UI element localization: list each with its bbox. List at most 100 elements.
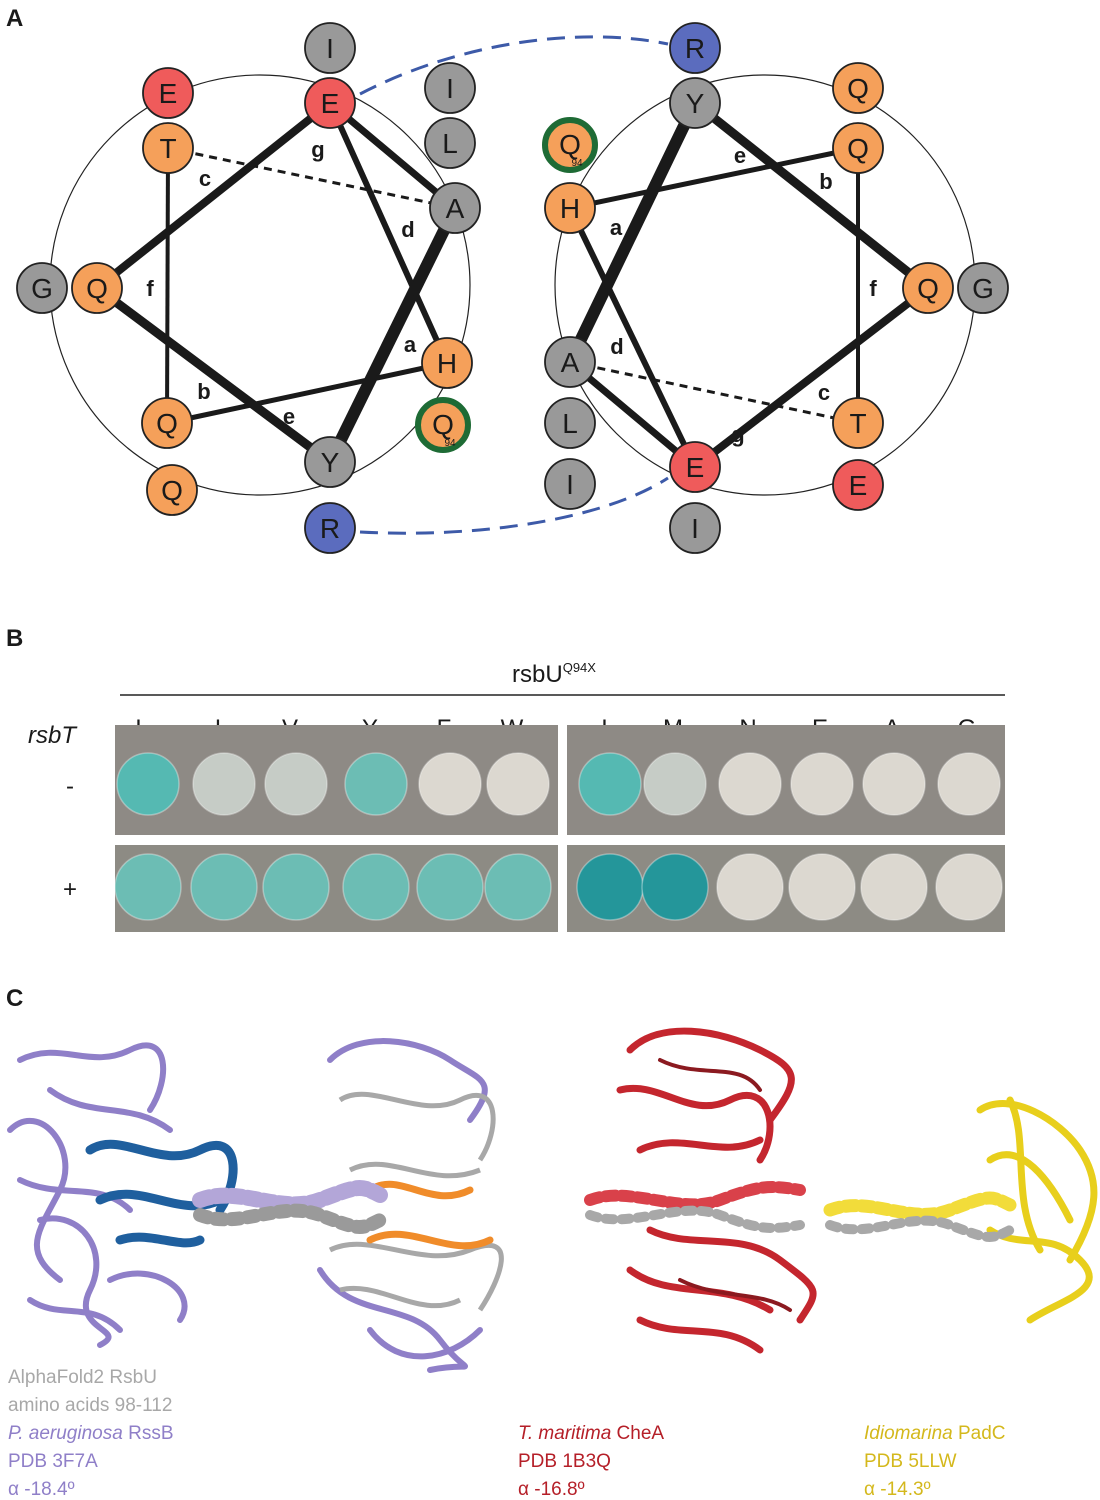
wheel-connector xyxy=(166,360,448,426)
heptad-position: a xyxy=(610,215,623,240)
salt-bridge-arc xyxy=(359,476,669,535)
wheel-connector xyxy=(165,147,170,424)
salt-bridge-arc xyxy=(359,35,669,96)
svg-text:Q: Q xyxy=(847,73,869,104)
helical-wheel-right: e b a f d c g R Y Q94 Q Q H G Q A L I T … xyxy=(542,22,1009,554)
caption-chea-angle: α -16.8º xyxy=(518,1479,585,1500)
residue-bubble: I xyxy=(424,62,476,114)
svg-text:Q: Q xyxy=(86,273,108,304)
wheel-connector xyxy=(94,284,333,466)
residue-bubble: T xyxy=(832,397,884,449)
row-label-minus: - xyxy=(66,773,74,800)
svg-text:H: H xyxy=(560,193,580,224)
residue-bubble: H xyxy=(421,337,473,389)
colony-spot xyxy=(190,853,258,921)
caption-chea-pdb: PDB 1B3Q xyxy=(518,1451,611,1472)
colony-spot xyxy=(116,752,180,816)
colony-spot xyxy=(114,853,182,921)
colony-spot xyxy=(935,853,1003,921)
panel-a-label: A xyxy=(6,5,23,32)
colony-spot xyxy=(578,752,642,816)
svg-text:L: L xyxy=(442,128,458,159)
colony-spot xyxy=(416,853,484,921)
caption-padc-name: Idiomarina PadC xyxy=(864,1423,1006,1444)
heptad-position: e xyxy=(283,404,295,429)
wheel-connector xyxy=(692,99,931,292)
svg-text:Q: Q xyxy=(432,409,454,440)
residue-bubble: E xyxy=(142,67,194,119)
svg-text:T: T xyxy=(849,408,866,439)
residue-bubble: G xyxy=(957,262,1009,314)
wheel-connector xyxy=(567,359,698,470)
wheel-connector xyxy=(94,99,333,292)
colony-spot xyxy=(486,752,550,816)
caption-chea-name: T. maritima CheA xyxy=(518,1423,664,1444)
heptad-position: f xyxy=(869,276,877,301)
residue-bubble: I xyxy=(669,502,721,554)
residue-bubble: E xyxy=(304,77,356,129)
residue-bubble-q94: Q94 xyxy=(415,397,471,453)
panel-c-label: C xyxy=(6,985,23,1012)
residue-bubble: A xyxy=(429,182,481,234)
residue-bubble-q94: Q94 xyxy=(542,117,598,173)
svg-text:H: H xyxy=(437,348,457,379)
residue-bubble: I xyxy=(544,458,596,510)
svg-text:Q: Q xyxy=(559,129,581,160)
svg-text:L: L xyxy=(562,408,578,439)
residue-bubble: Q xyxy=(832,122,884,174)
heptad-position: d xyxy=(401,217,414,242)
colony-spot xyxy=(716,853,784,921)
plate-bottom-left xyxy=(115,845,558,932)
colony-spot xyxy=(643,752,707,816)
colony-spot xyxy=(937,752,1001,816)
heptad-position: d xyxy=(610,334,623,359)
svg-text:I: I xyxy=(326,33,334,64)
svg-text:E: E xyxy=(849,470,868,501)
caption-rssb-angle: α -18.4º xyxy=(8,1479,75,1500)
residue-bubble: Q xyxy=(71,262,123,314)
residue-bubble: T xyxy=(142,122,194,174)
colony-spot xyxy=(862,752,926,816)
colony-spot xyxy=(788,853,856,921)
colony-spot xyxy=(484,853,552,921)
colony-spot xyxy=(576,853,644,921)
caption-padc-angle: α -14.3º xyxy=(864,1479,931,1500)
helical-wheel-left: g c d f a b e I E E T I L A G Q H Q94 Q … xyxy=(16,22,481,554)
colony-spot xyxy=(344,752,408,816)
svg-text:94: 94 xyxy=(571,158,583,169)
colony-spot xyxy=(262,853,330,921)
rssb-rsbu-structure xyxy=(7,1038,504,1373)
colony-spot xyxy=(790,752,854,816)
caption-rssb-pdb: PDB 3F7A xyxy=(8,1451,98,1472)
plate-top-left xyxy=(115,725,558,835)
colony-spots xyxy=(114,752,1003,921)
svg-text:Q: Q xyxy=(156,408,178,439)
svg-text:A: A xyxy=(561,347,580,378)
residue-bubble: Y xyxy=(304,436,356,488)
colony-spot xyxy=(192,752,256,816)
heptad-position: b xyxy=(197,379,210,404)
svg-text:Q: Q xyxy=(917,273,939,304)
colony-spot xyxy=(718,752,782,816)
residue-bubble: Q xyxy=(902,262,954,314)
chea-structure xyxy=(584,1027,817,1354)
wheel-connector-dashed xyxy=(167,146,456,210)
wheel-connector xyxy=(692,284,931,471)
residue-bubble: G xyxy=(16,262,68,314)
svg-text:G: G xyxy=(31,273,53,304)
padc-structure xyxy=(823,1096,1098,1324)
heptad-position: f xyxy=(146,276,154,301)
row-label-plus: + xyxy=(63,876,77,903)
residue-bubble: I xyxy=(304,22,356,74)
residue-bubble: E xyxy=(669,441,721,493)
residue-bubble: Y xyxy=(669,77,721,129)
svg-text:Q: Q xyxy=(161,475,183,506)
heptad-position: c xyxy=(818,380,830,405)
svg-text:E: E xyxy=(686,452,705,483)
colony-spot xyxy=(860,853,928,921)
heptad-position: g xyxy=(731,422,744,447)
colony-spot xyxy=(418,752,482,816)
svg-text:E: E xyxy=(159,78,178,109)
colony-spot xyxy=(342,853,410,921)
